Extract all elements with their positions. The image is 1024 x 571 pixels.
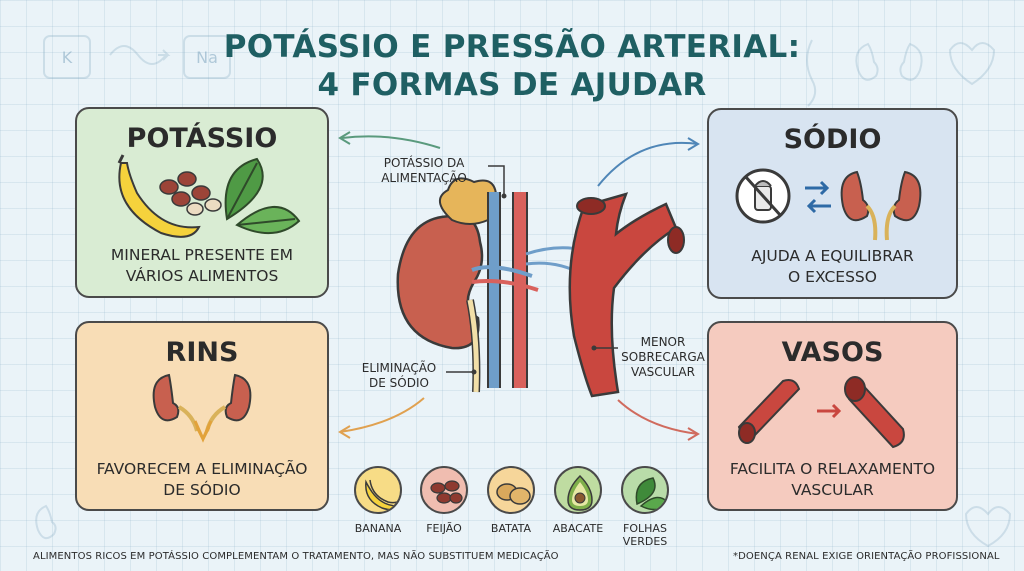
label-potassio-alimentacao: POTÁSSIO DA ALIMENTAÇÃO: [368, 156, 480, 186]
rins-text-line2: DE SÓDIO: [163, 481, 241, 499]
wave-arrow-icon: [109, 45, 167, 65]
curved-arrows: [338, 131, 441, 149]
sodio-text-line2: O EXCESSO: [788, 268, 877, 286]
food-label: FEIJÃO: [410, 522, 478, 535]
bean-icon: [159, 171, 222, 216]
label-eliminacao-2: DE SÓDIO: [369, 376, 429, 390]
adrenal-gland-icon: [439, 177, 500, 225]
right-kidney-icon: [224, 373, 252, 422]
vasos-heading: VASOS: [781, 337, 884, 368]
page-title: POTÁSSIO E PRESSÃO ARTERIAL: 4 FORMAS DE…: [200, 28, 824, 104]
ureter-icon: [467, 299, 479, 393]
banana-icon: [118, 162, 201, 238]
label-sobrecarga-1: MENOR: [640, 335, 686, 349]
food-circle: [420, 466, 468, 514]
leaves-icon: [224, 157, 301, 235]
rins-text-line1: FAVORECEM A ELIMINAÇÃO: [96, 460, 308, 478]
sodio-text-line1: AJUDA A EQUILIBRAR: [751, 247, 914, 265]
no-salt-icon: [735, 168, 791, 224]
avocado-icon: [567, 474, 593, 511]
potassio-heading: POTÁSSIO: [126, 123, 278, 154]
food-label-banana: BANANA: [354, 522, 402, 535]
food-label-verdes: VERDES: [622, 535, 668, 548]
arrow-to-rins: [339, 397, 425, 433]
food-label-feijao: FEIJÃO: [426, 522, 462, 535]
potato-icon: [496, 483, 531, 505]
food-circle: [554, 466, 602, 514]
left-kidney-icon: [152, 373, 180, 422]
potassio-text: MINERAL PRESENTE EM VÁRIOS ALIMENTOS: [83, 245, 321, 287]
food-item-folhas-verdes: FOLHAS VERDES: [611, 466, 679, 548]
exchange-arrows-icon: [805, 180, 831, 214]
food-item-batata: BATATA: [477, 466, 545, 535]
sodium-element-icon: [183, 35, 231, 79]
food-label-folhas: FOLHAS: [623, 522, 667, 535]
food-circle: [487, 466, 535, 514]
heart-outline-icon-2: [964, 506, 1012, 548]
heart-outline-icon: [948, 42, 996, 86]
food-circle: [354, 466, 402, 514]
potassio-text-line2: VÁRIOS ALIMENTOS: [125, 267, 279, 285]
footer-left-note: ALIMENTOS RICOS EM POTÁSSIO COMPLEMENTAM…: [33, 551, 559, 562]
arrow-to-sodio: [597, 142, 699, 187]
corner-k-label: K: [62, 48, 73, 67]
vasos-card: VASOS FACILITA O RELAXAMENTO VASCULAR: [707, 321, 958, 511]
page-title-line1: POTÁSSIO E PRESSÃO ARTERIAL:: [223, 29, 801, 65]
label-eliminacao-sodio: ELIMINAÇÃO DE SÓDIO: [354, 361, 444, 391]
vasos-text: FACILITA O RELAXAMENTO VASCULAR: [715, 459, 950, 501]
potassio-text-line1: MINERAL PRESENTE EM: [110, 246, 294, 264]
food-label-batata: BATATA: [490, 522, 532, 535]
food-item-feijao: FEIJÃO: [410, 466, 478, 535]
food-label: BATATA: [477, 522, 545, 535]
label-sobrecarga-vascular: MENOR SOBRECARGA VASCULAR: [612, 335, 714, 380]
rins-heading: RINS: [165, 337, 239, 368]
bean-icon: [430, 480, 463, 504]
label-sobrecarga-2: SOBRECARGA: [621, 350, 705, 364]
kidney-icon: [396, 215, 484, 350]
label-sobrecarga-3: VASCULAR: [631, 365, 695, 379]
vasos-text-line1: FACILITA O RELAXAMENTO: [729, 460, 936, 478]
food-item-banana: BANANA: [344, 466, 412, 535]
sodio-text: AJUDA A EQUILIBRAR O EXCESSO: [715, 246, 950, 288]
potassio-card: POTÁSSIO MINERAL PRESENTE EM VÁRIOS ALIM…: [75, 107, 329, 298]
food-label: FOLHAS VERDES: [611, 522, 679, 548]
sodio-card: SÓDIO AJUDA A EQUILIBRAR O EXCESSO: [707, 108, 958, 299]
kidneys-elimination-icon: [152, 373, 252, 443]
kidneys-icon: [840, 170, 922, 241]
food-label: ABACATE: [544, 522, 612, 535]
label-potassio-alimentacao-2: ALIMENTAÇÃO: [381, 171, 467, 185]
arrow-to-vasos: [617, 399, 699, 435]
sodio-heading: SÓDIO: [783, 124, 882, 155]
sodium-balance-icon: [735, 168, 922, 241]
leaves-icon: [635, 477, 667, 511]
potassium-foods-icon: [117, 154, 301, 238]
food-label: BANANA: [344, 522, 412, 535]
rins-card: RINS FAVORECEM A ELIMINAÇÃO DE SÓDIO: [75, 321, 329, 511]
footer-right-note: *DOENÇA RENAL EXIGE ORIENTAÇÃO PROFISSIO…: [733, 551, 1000, 562]
banana-icon: [365, 479, 400, 511]
label-eliminacao-1: ELIMINAÇÃO: [361, 361, 437, 375]
food-circle: [621, 466, 669, 514]
down-arrow-icon: [193, 420, 213, 443]
vessel-relaxation-icon: [737, 376, 905, 449]
food-label-abacate: ABACATE: [552, 522, 604, 535]
vessel-icon: [806, 39, 817, 107]
vasos-text-line2: VASCULAR: [791, 481, 874, 499]
kidney-outline-icon-2: [35, 504, 57, 540]
right-arrow-icon: [817, 403, 842, 419]
page-title-line2: 4 FORMAS DE AJUDAR: [317, 67, 707, 103]
label-potassio-alimentacao-1: POTÁSSIO DA: [383, 156, 465, 170]
food-item-abacate: ABACATE: [544, 466, 612, 535]
rins-text: FAVORECEM A ELIMINAÇÃO DE SÓDIO: [83, 459, 321, 501]
corner-na-label: Na: [196, 48, 218, 67]
potassium-element-icon: [43, 35, 91, 79]
arrow-to-potassio: [341, 135, 441, 149]
artery-icon: [568, 192, 678, 398]
kidney-outline-icon: [855, 42, 879, 81]
